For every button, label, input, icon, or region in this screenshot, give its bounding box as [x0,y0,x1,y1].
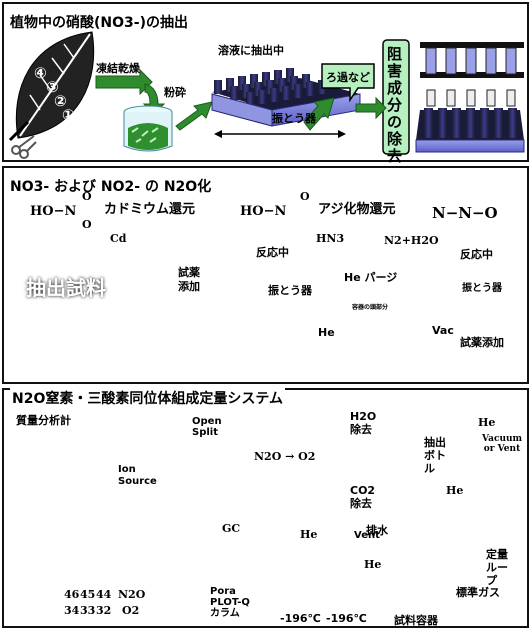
dispense-label-2: 分注 [266,326,288,342]
panel3-title-text: N2O窒素・三酸素同位体組成定量システム [12,391,283,407]
hn3-label: HN3 [316,232,344,245]
shaker-label-2: 振とう器 [268,282,312,298]
sample-container-label: 試料容器 [394,612,438,628]
reagent-add-label-1: 試薬添加 [178,266,204,294]
mass-n2o-44: 44 [96,588,111,601]
gc-label: GC [222,522,240,535]
grind-label: 粉砕 [164,84,186,100]
column-label: Pora PLOT-Q カラム [210,586,260,619]
reacting-label-2: 反応中 [460,246,493,262]
dispense-label-1: 分注 [22,326,42,358]
he-label-3a: He [300,528,317,541]
o-top-2: O [300,190,310,203]
o-bottom-1: O [82,218,92,231]
n2o-to-o2-label: N2O → O2 [254,450,315,463]
h2o-remove-label: H2O 除去 [350,410,376,436]
reacting-label-1: 反応中 [256,244,289,260]
drain-label: 排水 [366,522,388,538]
mass-o2-34: 34 [64,604,79,617]
he-label-3b: He [364,558,381,571]
vacuum-vent-label: Vacuum or Vent [482,434,522,454]
azide-reduce-label: アジ化物還元 [318,198,395,217]
filter-label: ろ過など [326,69,370,85]
extract-bottle-label: 抽出ボトル [424,436,450,475]
he-label-2: He [318,326,335,339]
nitrate-formula: HO−N [30,204,76,219]
cd-reduce-label: カドミウム還元 [104,198,195,217]
freeze-dry-label: 凍結乾燥 [96,60,140,76]
leaf-num-5: ⑤ [22,52,75,66]
mass-n2o-46: 46 [64,588,79,601]
open-split-label: Open Split [192,416,228,438]
temp-label-2: -196℃ [326,612,367,625]
he-purge-label: He パージ [344,269,397,285]
nitrite-formula: HO−N [240,204,286,219]
scissors-icon [12,136,36,158]
n2o-label: N2O [118,588,145,601]
temp-label-1: -196℃ [280,612,321,625]
remove-label: 阻害成分の除去 [387,46,405,165]
mass-n2o-45: 45 [80,588,95,601]
reagent-add-label-2: 試薬添加 [460,334,504,350]
beaker-icon [124,106,172,151]
cd-label: Cd [110,232,126,245]
vac-label: Vac [432,324,454,337]
filter-rack [416,42,524,152]
shaker-label-3: 振とう器 [462,279,502,294]
n2o-formula: N−N−O [432,204,498,222]
mass-o2-32: 32 [96,604,111,617]
loop-label: 定量ループ [486,548,516,587]
leaf-num-1: ① [62,108,75,122]
ion-source-label: Ion Source [118,464,158,488]
o2-label: O2 [122,604,139,617]
o-top-1: O [82,190,92,203]
panel2-title-text: NO3- および NO2- の N2O化 [10,179,211,195]
leaf-numbers: ⑤ ④ ③ ② ① [28,52,75,122]
n2h2o-label: N2+H2O [384,234,439,247]
sample-extract-label: 抽出試料 [26,272,106,301]
headspace-label: 容器の頭部分 [352,302,388,311]
panel2-title: NO3- および NO2- の N2O化 [10,176,211,196]
he-label-3c: He [478,416,495,429]
panel3-title: N2O窒素・三酸素同位体組成定量システム [10,388,285,408]
co2-remove-label: CO2 除去 [350,484,376,510]
shaker-label-1: 振とう器 [272,110,316,126]
to-shaker-arrow [176,102,212,130]
ms-label: 質量分析計 [16,412,71,428]
extract-label: 溶液に抽出中 [218,42,284,58]
mass-o2-33: 33 [80,604,95,617]
std-gas-label: 標準ガス [456,584,500,600]
he-label-3d: He [446,484,463,497]
